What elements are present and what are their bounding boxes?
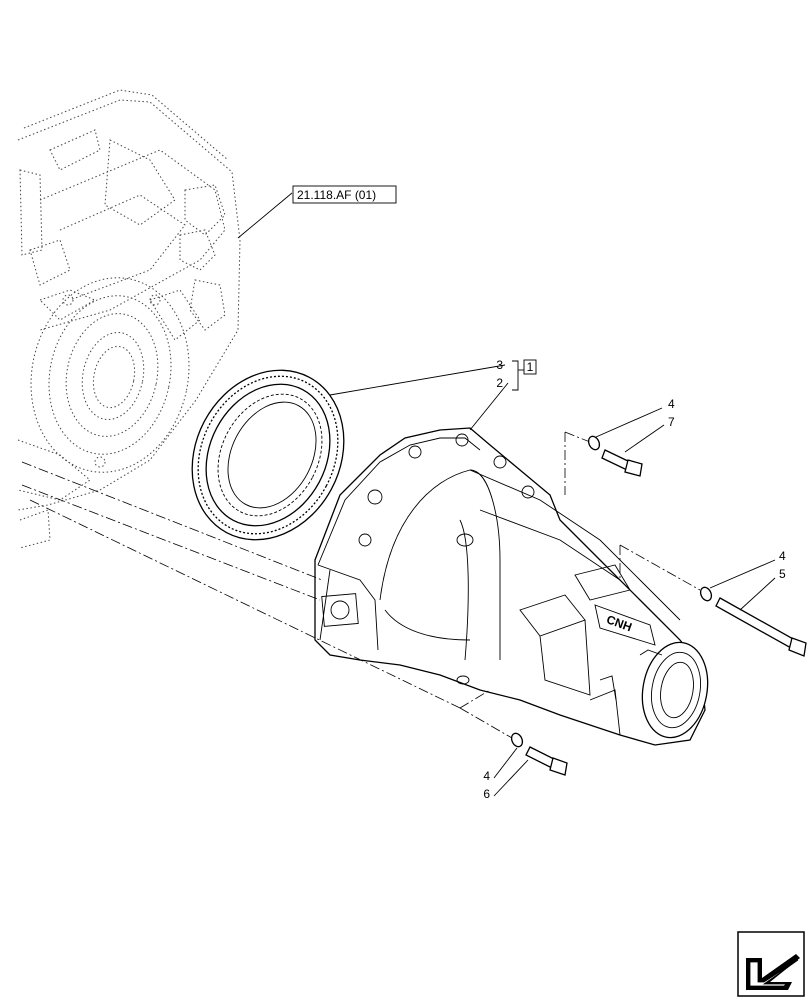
callout-label-3: 3: [496, 358, 503, 372]
kit-box-label: 1: [527, 360, 534, 374]
callout-4-6: 4 6: [483, 747, 529, 801]
callout-3-2: 3 2 1: [329, 358, 537, 431]
callout-label-4-top: 4: [668, 397, 675, 411]
reference-label: 21.118.AF (01): [297, 188, 376, 202]
bolt-7-assembly: [587, 435, 643, 477]
callout-4-7: 4 7: [595, 397, 675, 453]
bolt-5-assembly: [699, 586, 807, 657]
callout-4-5: 4 5: [709, 549, 786, 611]
assembly-centerlines: [21, 431, 701, 739]
callout-label-6: 6: [483, 787, 490, 801]
transmission-housing-phantom: [17, 89, 241, 549]
final-drive-housing: CNH: [314, 427, 709, 746]
ring-gear: [191, 369, 345, 541]
callout-label-4-bottom: 4: [483, 769, 490, 783]
callout-label-4-right: 4: [779, 549, 786, 563]
reference-callout: 21.118.AF (01): [237, 185, 397, 239]
next-page-arrow-icon[interactable]: [737, 931, 805, 997]
callout-label-5: 5: [779, 567, 786, 581]
callout-label-7: 7: [668, 415, 675, 429]
bolt-6-assembly: [510, 732, 568, 776]
callout-label-2: 2: [496, 376, 503, 390]
